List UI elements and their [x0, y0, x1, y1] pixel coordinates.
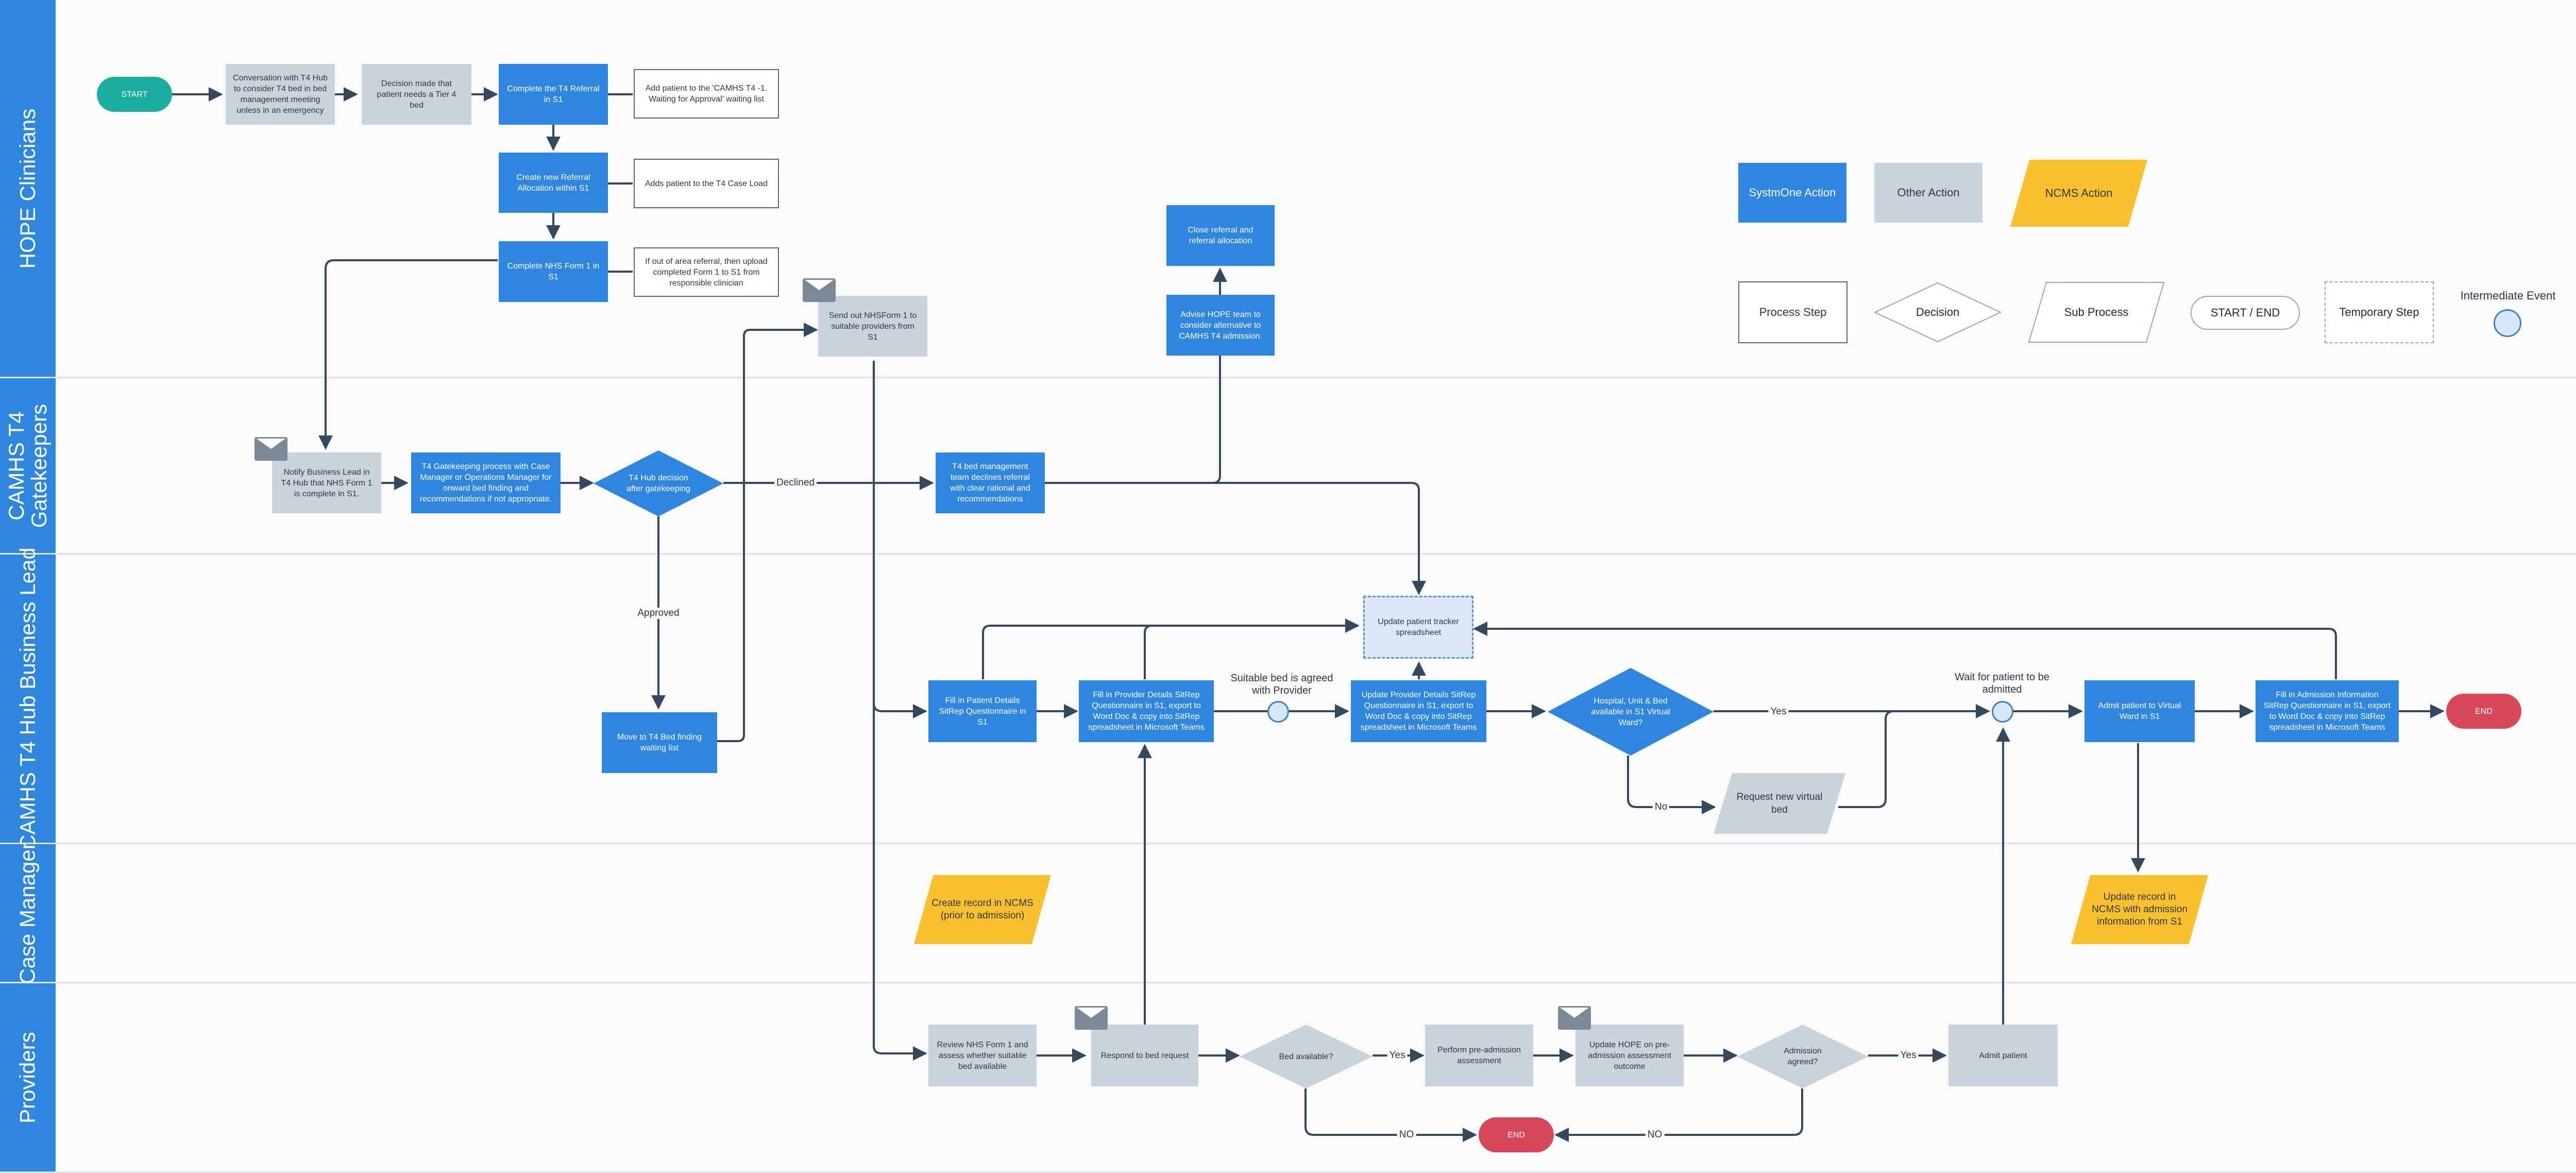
envelope-icon: [255, 437, 287, 461]
caption-wait-admit: Wait for patient to be admitted: [1955, 672, 2049, 695]
legend-decision: Decision: [1873, 281, 2002, 343]
admit-patient-step[interactable]: Admit patient: [1948, 1025, 2058, 1086]
update-ncms-step[interactable]: Update record in NCMS with admission inf…: [2071, 875, 2208, 944]
create-allocation-step[interactable]: Create new Referral Allocation within S1: [499, 153, 608, 213]
lane-hope-clinicians: HOPE Clinicians: [0, 0, 2576, 378]
provider-details-step[interactable]: Fill in Provider Details SitRep Question…: [1079, 680, 1214, 742]
legend-other: Other Action: [1874, 163, 1982, 223]
decision-tier4-step[interactable]: Decision made that patient needs a Tier …: [362, 64, 471, 125]
review-form-step[interactable]: Review NHS Form 1 and assess whether sui…: [928, 1025, 1037, 1086]
legend-temporary: Temporary Step: [2325, 281, 2434, 343]
legend-startend: START / END: [2191, 296, 2300, 330]
legend-decision-label: Decision: [1916, 306, 1960, 319]
end-node[interactable]: END: [2446, 694, 2521, 729]
lane-label: Providers: [0, 983, 56, 1171]
subprocess-shape: [2028, 282, 2165, 343]
intermediate-event: [1992, 701, 2013, 723]
patient-details-step[interactable]: Fill in Patient Details SitRep Questionn…: [928, 680, 1037, 742]
request-bed-step[interactable]: Request new virtual bed: [1714, 773, 1845, 834]
respond-bed-step[interactable]: Respond to bed request: [1091, 1025, 1198, 1086]
conversation-step[interactable]: Conversation with T4 Hub to consider T4 …: [226, 64, 335, 125]
create-ncms-step[interactable]: Create record in NCMS (prior to admissio…: [914, 875, 1051, 944]
add-caseload-note: Adds patient to the T4 Case Load: [634, 159, 779, 208]
legend-intermediate-icon: [2494, 309, 2521, 337]
decision-shape: [1873, 282, 2002, 343]
complete-referral-step[interactable]: Complete the T4 Referral in S1: [499, 64, 608, 125]
edge-label-no: NO: [1645, 1129, 1665, 1141]
update-tracker-step[interactable]: Update patient tracker spreadsheet: [1363, 596, 1473, 659]
complete-form-step[interactable]: Complete NHS Form 1 in S1: [499, 241, 608, 302]
declines-step[interactable]: T4 bed management team declines referral…: [936, 453, 1045, 513]
legend-subprocess-label: Sub Process: [2064, 306, 2129, 319]
legend-process: Process Step: [1738, 281, 1848, 343]
caption-suitable-bed: Suitable bed is agreed with Provider: [1230, 673, 1333, 696]
intermediate-event: [1267, 701, 1289, 723]
edge-label-no: No: [1652, 801, 1670, 813]
edge-label-declined: Declined: [774, 477, 817, 489]
admission-info-step[interactable]: Fill in Admission Information SitRep Que…: [2256, 680, 2399, 742]
lane-label: CAMHS T4 Gatekeepers: [0, 378, 56, 553]
edge-label-yes: Yes: [1768, 706, 1789, 717]
edge-label-no: NO: [1397, 1129, 1416, 1141]
legend-subprocess: Sub Process: [2028, 281, 2165, 343]
envelope-icon: [803, 278, 836, 302]
lane-label: CAMHS T4 Hub Business Lead: [0, 547, 56, 850]
envelope-icon: [1558, 1006, 1591, 1030]
admit-virtual-step[interactable]: Admit patient to Virtual Ward in S1: [2084, 680, 2195, 742]
lane-label: HOPE Clinicians: [0, 0, 56, 377]
legend-systmone: SystmOne Action: [1738, 163, 1846, 223]
pre-admission-step[interactable]: Perform pre-admission assessment: [1425, 1025, 1533, 1086]
advise-hope-step[interactable]: Advise HOPE team to consider alternative…: [1166, 295, 1275, 356]
gatekeeping-step[interactable]: T4 Gatekeeping process with Case Manager…: [411, 453, 561, 513]
legend-ncms: NCMS Action: [2010, 160, 2147, 227]
update-hope-step[interactable]: Update HOPE on pre-admission assessment …: [1575, 1025, 1684, 1086]
end-node[interactable]: END: [1479, 1117, 1554, 1152]
edge-label-yes: Yes: [1898, 1050, 1919, 1061]
upload-form-note: If out of area referral, then upload com…: [634, 247, 779, 297]
move-list-step[interactable]: Move to T4 Bed finding waiting list: [602, 712, 717, 773]
lane-label: Case Manager: [0, 842, 56, 984]
add-waiting-note: Add patient to the 'CAMHS T4 -1. Waiting…: [634, 69, 779, 119]
envelope-icon: [1075, 1006, 1108, 1030]
edge-label-yes: Yes: [1387, 1050, 1408, 1061]
update-provider-step[interactable]: Update Provider Details SitRep Questionn…: [1351, 680, 1486, 742]
legend-intermediate-label: Intermediate Event: [2460, 289, 2556, 302]
send-form-step[interactable]: Send out NHSForm 1 to suitable providers…: [818, 296, 927, 357]
notify-lead-step[interactable]: Notify Business Lead in T4 Hub that NHS …: [272, 453, 381, 513]
start-node[interactable]: START: [97, 77, 172, 112]
close-referral-step[interactable]: Close referral and referral allocation: [1166, 205, 1275, 266]
edge-label-approved: Approved: [635, 608, 682, 619]
